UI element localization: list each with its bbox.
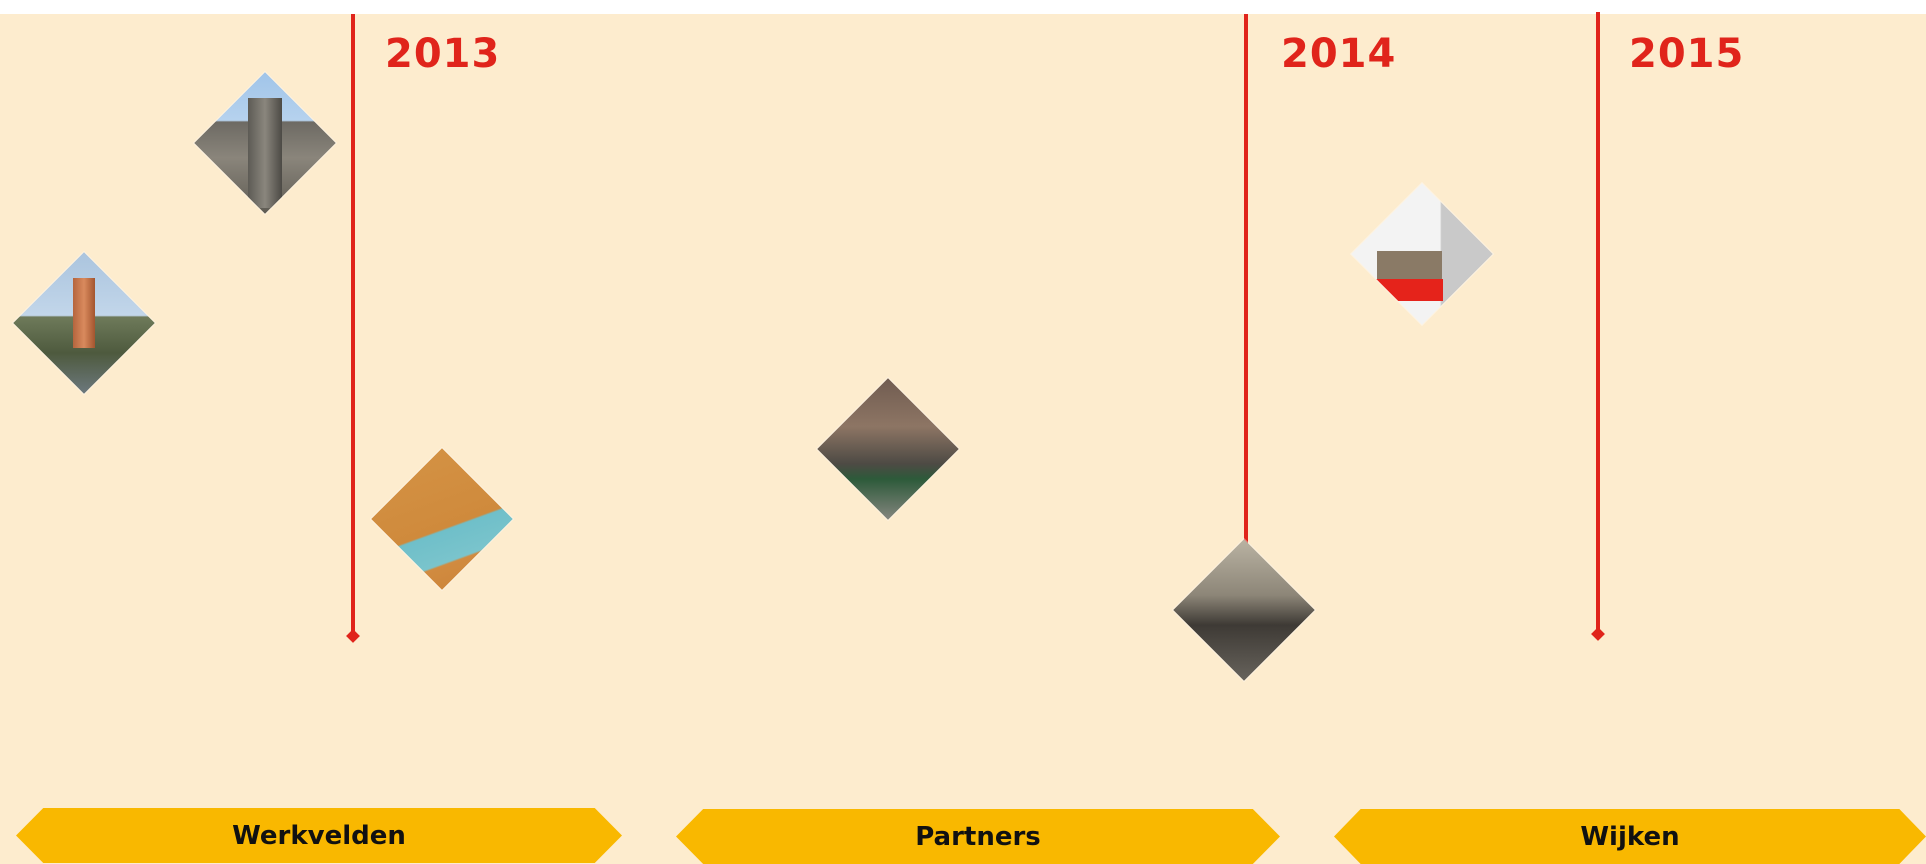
tab-wijken-label: Wijken <box>1580 821 1680 852</box>
tab-werkvelden-label: Werkvelden <box>232 820 406 851</box>
timeline-canvas: 2013 2014 2015 Werkvelden Partners Wijke… <box>0 12 1926 864</box>
street-photo-thumbnail[interactable] <box>817 378 959 520</box>
timeline-line-2015 <box>1591 12 1605 641</box>
year-label-2013: 2013 <box>385 31 501 77</box>
year-label-2014: 2014 <box>1281 31 1397 77</box>
timeline-line-2014 <box>1244 14 1248 544</box>
tab-partners[interactable]: Partners <box>676 809 1280 864</box>
year-label-2015: 2015 <box>1629 31 1745 77</box>
watertower-photo-thumbnail[interactable] <box>13 252 155 394</box>
tower-photo-thumbnail[interactable] <box>194 72 336 214</box>
map-thumbnail[interactable] <box>371 448 513 590</box>
tab-partners-label: Partners <box>915 821 1041 852</box>
tab-werkvelden[interactable]: Werkvelden <box>16 808 622 863</box>
facade-photo-thumbnail[interactable] <box>1173 539 1315 681</box>
line-end-marker <box>1591 627 1605 641</box>
line-end-marker <box>346 629 360 643</box>
tab-wijken[interactable]: Wijken <box>1334 809 1926 864</box>
timeline-line-2013 <box>346 14 360 643</box>
document-cover-thumbnail[interactable] <box>1351 183 1493 325</box>
